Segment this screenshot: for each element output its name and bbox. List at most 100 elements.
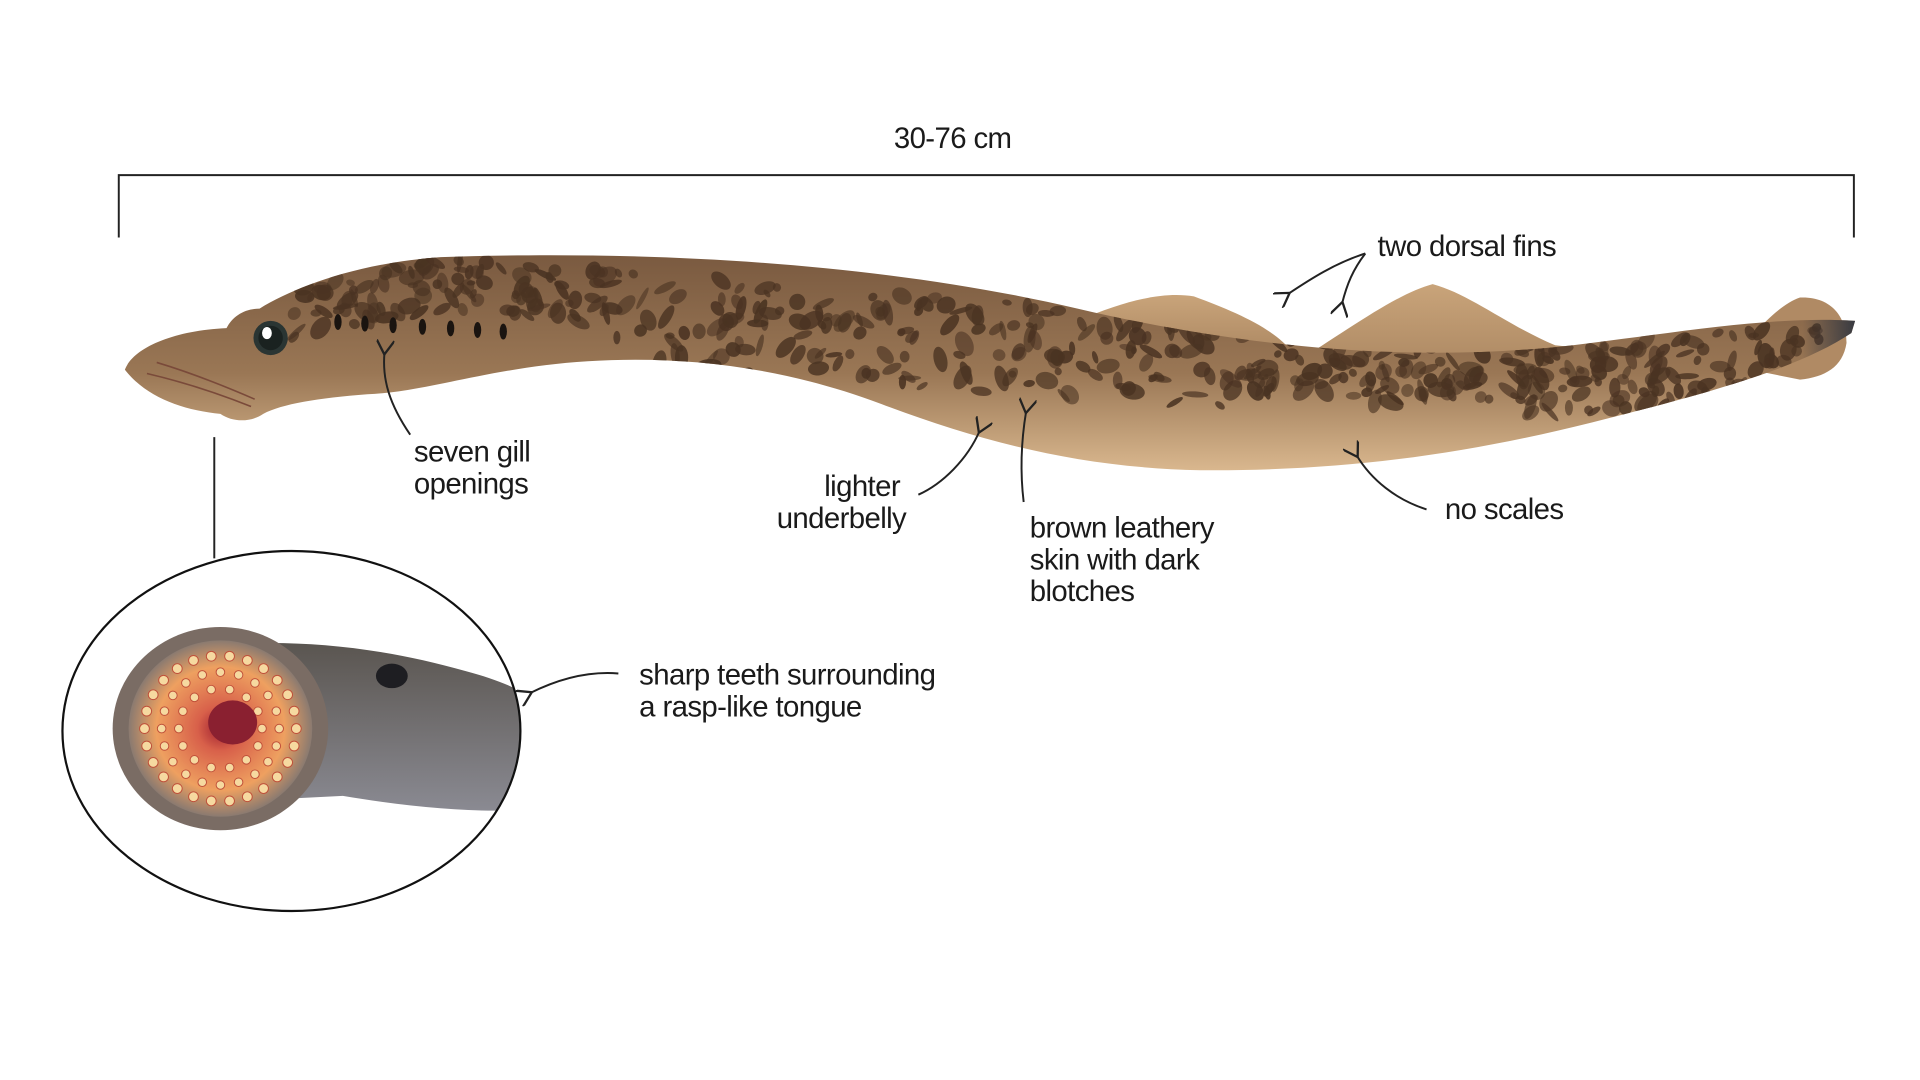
blotch [555,281,569,300]
blotch [876,345,894,364]
blotch [1116,319,1134,342]
blotch [512,267,532,285]
blotch [614,268,623,278]
blotch [1050,349,1064,366]
blotch [1256,359,1279,377]
blotch [421,263,439,280]
blotch [725,342,741,357]
label-dorsal-fins: two dorsal fins [1378,230,1557,263]
blotch [868,292,878,302]
blotch [892,287,912,305]
blotch [534,269,557,281]
blotch [432,279,443,290]
tooth [189,692,200,703]
tooth [263,690,273,701]
blotch [1367,389,1382,414]
blotch [1029,330,1042,351]
blotch [1524,394,1537,419]
blotch [1314,378,1334,403]
blotch [593,266,618,287]
tooth [139,723,150,734]
tooth [178,706,188,717]
eye-icon [253,320,288,356]
blotch [1164,343,1180,359]
blotch [916,382,928,391]
blotch [1378,360,1385,370]
blotch [1458,361,1485,377]
tooth [206,762,216,773]
gill-opening [418,318,427,335]
blotch [376,301,386,316]
label-teeth-2: a rasp-like tongue [639,690,862,723]
blotch [1182,391,1209,398]
blotch [1077,324,1096,341]
blotch [1375,385,1390,394]
label-gills-1: seven gill [414,436,530,469]
blotch [866,368,880,382]
tooth [241,692,252,703]
blotch [1234,365,1247,381]
tooth [250,678,260,688]
blotch [1025,303,1039,316]
blotch [453,266,470,273]
tooth [241,791,253,803]
blotch [287,323,306,341]
blotch [533,287,543,307]
blotch [1328,357,1347,371]
gill-opening [473,322,482,338]
blotch [1148,374,1158,383]
gill-opening [389,317,397,334]
blotch [814,347,827,359]
blotch [1575,367,1590,381]
blotch [470,289,477,299]
blotch [346,279,355,286]
tooth [224,762,235,773]
blotch [1290,334,1299,344]
tooth [257,723,267,734]
tooth [224,650,235,662]
blotch [1317,363,1333,379]
blotch [674,345,689,370]
tooth [282,689,294,701]
label-no-scales: no scales [1445,493,1564,526]
blotch [636,287,649,310]
blotch [1541,402,1559,422]
tooth [205,795,217,807]
blotch [1219,369,1242,388]
arrow-gills [384,353,412,436]
blotch [821,312,833,322]
tooth [288,705,300,717]
blotch [722,312,739,329]
blotch [789,293,806,311]
gill-opening [361,315,369,332]
blotch [457,303,468,317]
tooth [233,777,244,788]
blotch [1548,347,1561,361]
blotch [412,280,431,297]
blotch [1075,360,1091,373]
blotch [1008,370,1017,378]
blotch [899,350,910,363]
blotch [898,326,915,335]
blotch [1436,367,1451,388]
tooth [181,678,191,688]
tooth [241,655,253,666]
blotch [1361,387,1373,398]
blotch [310,316,332,340]
gill-opening [499,323,507,340]
tooth [181,769,191,779]
blotch [1121,381,1136,396]
tooth [141,705,153,717]
tooth [158,674,169,686]
blotch [1011,346,1027,362]
blotch [311,284,331,301]
blotch [1434,356,1446,367]
blotch [587,295,608,313]
blotch [1091,351,1099,364]
blotch [1564,399,1573,416]
arrow-dorsal-fin-2 [1342,252,1367,303]
mouth-lines [146,361,256,408]
blotch [336,291,359,310]
blotch [999,320,1007,341]
blotch [1718,394,1746,410]
